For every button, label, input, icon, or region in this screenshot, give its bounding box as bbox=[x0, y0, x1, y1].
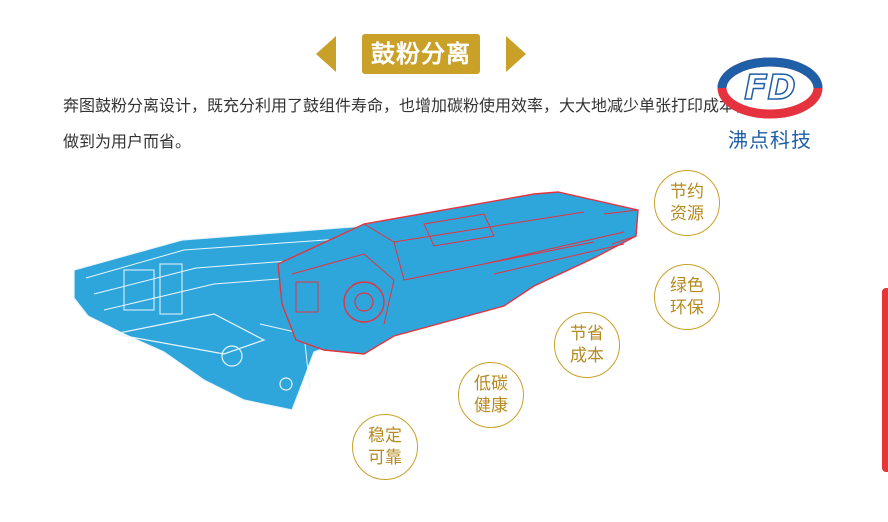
arrow-right-icon bbox=[506, 36, 526, 72]
logo-letters: FD bbox=[744, 68, 795, 108]
side-tab[interactable] bbox=[882, 288, 888, 472]
badge-green-eco: 绿色环保 bbox=[654, 264, 720, 330]
arrow-left-icon bbox=[316, 36, 336, 72]
badge-save-cost: 节省成本 bbox=[554, 312, 620, 378]
feature-description: 奔图鼓粉分离设计，既充分利用了鼓组件寿命，也增加碳粉使用效率，大大地减少单张打印… bbox=[63, 96, 752, 151]
brand-name: 沸点科技 bbox=[728, 128, 812, 152]
badge-low-carbon: 低碳健康 bbox=[458, 362, 524, 428]
section-title: 鼓粉分离 bbox=[316, 34, 526, 74]
toner-drum-illustration bbox=[64, 184, 654, 424]
badge-save-resources: 节约资源 bbox=[654, 170, 720, 236]
badge-stable-reliable: 稳定可靠 bbox=[352, 414, 418, 480]
brand-logo: FD bbox=[716, 54, 824, 150]
page-title: 鼓粉分离 bbox=[362, 34, 480, 74]
